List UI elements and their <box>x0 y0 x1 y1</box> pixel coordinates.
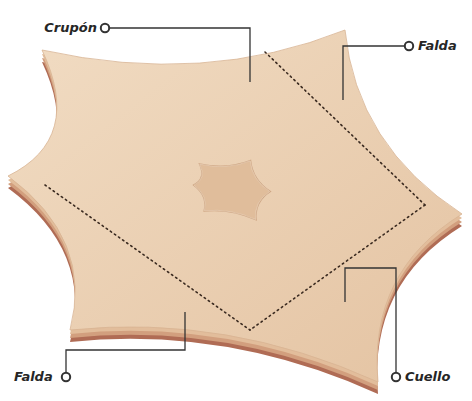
leader-dot <box>62 373 70 381</box>
embossed-logo <box>193 160 270 220</box>
part-label: Falda <box>14 369 53 385</box>
part-label: Falda <box>418 38 457 54</box>
leader-dot <box>405 42 413 50</box>
part-label: Cuello <box>405 369 450 385</box>
leader-lines <box>62 24 413 381</box>
leader-line <box>66 312 185 372</box>
part-label: Crupón <box>44 20 97 36</box>
leader-line <box>110 28 250 82</box>
leader-dot <box>392 373 400 381</box>
cut-line <box>250 205 425 330</box>
leader-line <box>343 46 404 100</box>
hide-layers <box>8 30 462 394</box>
hide-layer <box>8 30 462 382</box>
leader-line <box>345 268 396 372</box>
cut-line <box>265 52 425 205</box>
hide-marks <box>45 52 425 330</box>
leader-dot <box>101 24 109 32</box>
